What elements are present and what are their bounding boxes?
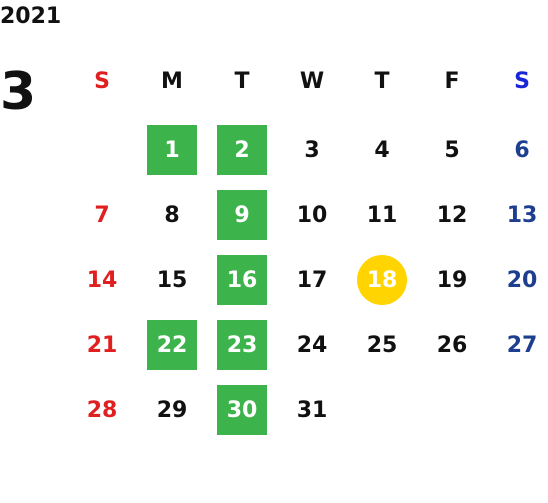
calendar-day-8[interactable]: 8 <box>164 202 180 228</box>
weekday-thu: T <box>374 68 390 94</box>
calendar-day-20[interactable]: 20 <box>506 267 538 293</box>
calendar-day-12[interactable]: 12 <box>436 202 468 228</box>
calendar-day-19[interactable]: 19 <box>436 267 468 293</box>
calendar-day-18[interactable]: 18 <box>357 255 407 305</box>
calendar-day-23[interactable]: 23 <box>217 320 267 370</box>
calendar-month: 3 <box>0 62 37 122</box>
weekday-sun: S <box>94 68 110 94</box>
weekday-fri: F <box>444 68 460 94</box>
calendar-day-25[interactable]: 25 <box>366 332 398 358</box>
calendar-day-2[interactable]: 2 <box>217 125 267 175</box>
calendar-day-26[interactable]: 26 <box>436 332 468 358</box>
calendar-day-29[interactable]: 29 <box>156 397 188 423</box>
calendar-day-27[interactable]: 27 <box>506 332 538 358</box>
calendar-day-6[interactable]: 6 <box>514 137 530 163</box>
calendar-day-3[interactable]: 3 <box>304 137 320 163</box>
calendar-year: 2021 <box>0 4 62 29</box>
calendar-day-16[interactable]: 16 <box>217 255 267 305</box>
weekday-wed: W <box>299 68 325 94</box>
calendar-day-22[interactable]: 22 <box>147 320 197 370</box>
calendar-day-11[interactable]: 11 <box>366 202 398 228</box>
calendar-day-14[interactable]: 14 <box>86 267 118 293</box>
calendar-day-30[interactable]: 30 <box>217 385 267 435</box>
calendar-day-31[interactable]: 31 <box>296 397 328 423</box>
calendar-day-1[interactable]: 1 <box>147 125 197 175</box>
calendar-day-13[interactable]: 13 <box>506 202 538 228</box>
calendar-day-15[interactable]: 15 <box>156 267 188 293</box>
calendar-day-17[interactable]: 17 <box>296 267 328 293</box>
calendar-day-9[interactable]: 9 <box>217 190 267 240</box>
calendar-day-21[interactable]: 21 <box>86 332 118 358</box>
calendar-day-10[interactable]: 10 <box>296 202 328 228</box>
weekday-sat: S <box>514 68 530 94</box>
calendar-day-28[interactable]: 28 <box>86 397 118 423</box>
calendar-day-7[interactable]: 7 <box>94 202 110 228</box>
calendar-day-24[interactable]: 24 <box>296 332 328 358</box>
calendar-day-4[interactable]: 4 <box>374 137 390 163</box>
weekday-tue: T <box>234 68 250 94</box>
calendar-day-5[interactable]: 5 <box>444 137 460 163</box>
weekday-mon: M <box>161 68 183 94</box>
